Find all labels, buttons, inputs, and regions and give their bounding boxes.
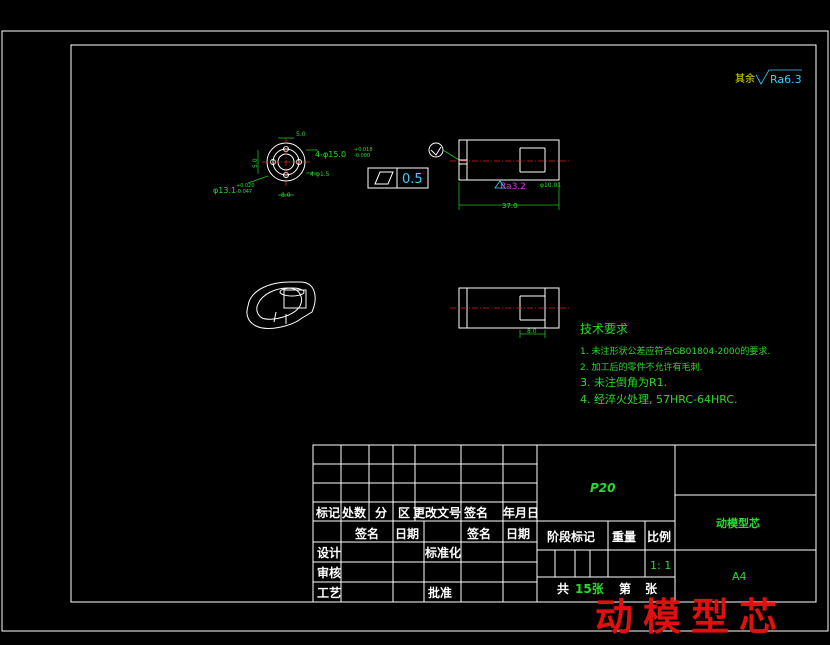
tolerance-value: 0.5 bbox=[402, 172, 423, 187]
tb-qianming3: 签名 bbox=[466, 526, 491, 541]
part-number: P20 bbox=[590, 481, 616, 495]
dim-5: 5.0 bbox=[296, 131, 306, 138]
end-view: 5.0 4-φ15.0 +0.018 -0.000 4-φ1.5 φ13.1 +… bbox=[213, 131, 373, 199]
surface-roughness-note: 其余 Ra6.3 bbox=[735, 69, 802, 86]
tb-biaoji: 标记 bbox=[315, 505, 340, 520]
tolerance-frame: 0.5 bbox=[367, 167, 429, 189]
roughness-ra32: Ra3.2 bbox=[500, 182, 526, 192]
dim-4-phi1-5: 4-φ1.5 bbox=[310, 171, 330, 178]
tech-title: 技术要求 bbox=[580, 322, 628, 336]
dim-5-vertical: 5.0 bbox=[252, 158, 259, 168]
dim-8: 8.0 bbox=[281, 192, 291, 199]
dim-phi13-tol: +0.020 bbox=[236, 183, 255, 189]
tb-chushu: 处数 bbox=[341, 505, 367, 520]
tb-qianming2: 签名 bbox=[354, 526, 379, 541]
tb-qu: 区 bbox=[398, 506, 410, 520]
dim-phi13: φ13.1 bbox=[213, 186, 236, 195]
part-name: 动模型芯 bbox=[716, 516, 760, 530]
tech-item-2: 2. 加工后的零件不允许有毛刺. bbox=[580, 361, 702, 373]
tb-scale: 1: 1 bbox=[650, 559, 671, 572]
tb-zhang: 张 bbox=[645, 581, 658, 596]
roughness-value: Ra6.3 bbox=[770, 73, 802, 86]
tb-fen: 分 bbox=[375, 505, 387, 520]
tb-bili: 比例 bbox=[647, 529, 671, 544]
sheet-size: A4 bbox=[732, 570, 747, 583]
tb-di: 第 bbox=[619, 581, 631, 596]
tb-jieduan: 阶段标记 bbox=[547, 529, 595, 544]
tech-item-4: 4. 经淬火处理, 57HRC-64HRC. bbox=[580, 392, 738, 406]
dim-length: 37.0 bbox=[502, 202, 518, 210]
tb-shenhe: 审核 bbox=[317, 565, 341, 580]
tb-sheets: 15张 bbox=[575, 581, 605, 596]
dim-phi10: φ10.01 bbox=[540, 182, 561, 189]
title-block: P20 动模型芯 A4 标记 处数 分 区 更改文号 签名 年月日 签名 日期 … bbox=[312, 444, 817, 603]
side-view-upper: 37.0 Ra3.2 φ10.01 bbox=[428, 139, 570, 210]
isometric-view bbox=[246, 281, 316, 329]
tech-item-3: 3. 未注倒角为R1. bbox=[580, 375, 667, 389]
dim-8-lower: 8.0 bbox=[527, 328, 537, 335]
tb-sheji: 设计 bbox=[317, 545, 341, 560]
tb-riqi: 日期 bbox=[395, 526, 419, 541]
roughness-prefix: 其余 bbox=[735, 72, 755, 85]
tb-biaozhunhua: 标准化 bbox=[424, 545, 461, 560]
dim-4-phi15: 4-φ15.0 bbox=[315, 150, 346, 159]
dim-4-phi15-tol: +0.018 bbox=[354, 147, 373, 153]
watermark-text: 动模型芯 bbox=[595, 594, 787, 639]
tb-gongyi: 工艺 bbox=[317, 585, 341, 600]
tb-pizhun: 批准 bbox=[428, 585, 452, 600]
tb-riqi2: 日期 bbox=[506, 526, 530, 541]
tech-item-1: 1. 未注形状公差应符合GB01804-2000的要求. bbox=[580, 345, 770, 357]
tb-gong: 共 bbox=[557, 581, 569, 596]
side-view-lower: 8.0 bbox=[450, 287, 570, 338]
tb-qianming: 签名 bbox=[463, 505, 488, 520]
dim-phi13-tol2: -0.047 bbox=[236, 189, 252, 195]
roughness-symbol bbox=[755, 69, 802, 85]
tb-gaiwen: 更改文号 bbox=[413, 505, 461, 520]
technical-requirements: 技术要求 1. 未注形状公差应符合GB01804-2000的要求. 2. 加工后… bbox=[580, 322, 770, 406]
outer-frame bbox=[1, 30, 829, 632]
tb-nianyueri: 年月日 bbox=[503, 505, 539, 520]
dim-4-phi15-tol2: -0.000 bbox=[354, 153, 370, 159]
tb-zhongliang: 重量 bbox=[612, 529, 636, 544]
